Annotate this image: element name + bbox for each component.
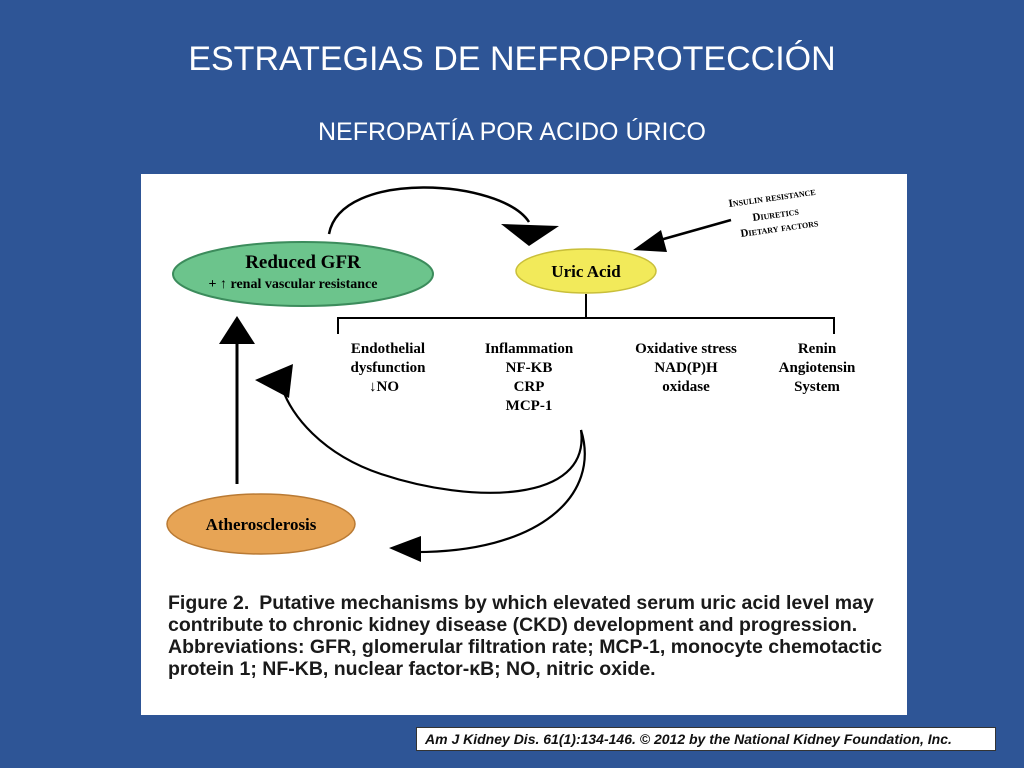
- mechanism-inflammation-title: Inflammation: [485, 341, 574, 357]
- node-atherosclerosis: [166, 493, 356, 555]
- mechanism-renin-title: Renin: [798, 341, 837, 357]
- diagram: Insulin resistance Diuretics Dietary fac…: [166, 186, 856, 562]
- arrowhead-to-atherosclerosis-icon: [389, 536, 421, 562]
- mechanism-inflammation-line1: NF-KB: [506, 360, 553, 376]
- mechanism-inflammation-line2: CRP: [514, 379, 545, 395]
- mechanism-endothelial-line2: ↓NO: [369, 379, 399, 395]
- mechanism-oxidative-title: Oxidative stress: [635, 341, 737, 357]
- mechanisms-bracket: [337, 294, 835, 334]
- slide-title: ESTRATEGIAS DE NEFROPROTECCIÓN: [188, 40, 836, 78]
- mechanism-renin-line1: Angiotensin: [779, 360, 856, 376]
- arrowhead-gfr-to-uric-acid-icon: [501, 224, 559, 246]
- node-reduced-gfr-title: Reduced GFR: [245, 252, 361, 273]
- mechanism-endothelial-line1: dysfunction: [350, 360, 426, 376]
- mechanism-oxidative-line1: NAD(P)H: [654, 360, 718, 376]
- figure-caption: Figure 2.Putative mechanisms by which el…: [168, 592, 888, 680]
- node-reduced-gfr: [172, 241, 434, 307]
- caption-text: Putative mechanisms by which elevated se…: [168, 592, 883, 680]
- node-uric-acid-title: Uric Acid: [551, 262, 621, 281]
- mechanism-oxidative-line2: oxidase: [662, 379, 710, 395]
- arrowhead-factors-icon: [633, 230, 667, 252]
- arrowhead-up-icon: [219, 316, 255, 344]
- factor-dietary: Dietary factors: [740, 217, 820, 240]
- mechanism-inflammation-line3: MCP-1: [506, 398, 553, 414]
- arrow-gfr-to-uric-acid: [327, 186, 531, 235]
- citation: Am J Kidney Dis. 61(1):134-146. © 2012 b…: [416, 727, 996, 751]
- node-reduced-gfr-subtitle: + ↑ renal vascular resistance: [209, 277, 378, 292]
- mechanism-endothelial-title: Endothelial: [351, 341, 425, 357]
- loop-arrow-inner: [408, 429, 586, 554]
- loop-arrow-outer: [281, 389, 583, 494]
- arrowhead-to-gfr-icon: [255, 364, 293, 398]
- mechanism-renin-line2: System: [794, 379, 840, 395]
- figure-panel: Insulin resistance Diuretics Dietary fac…: [141, 174, 907, 715]
- arrow-factors-to-uric-acid: [652, 218, 732, 244]
- node-uric-acid: [515, 248, 657, 294]
- factor-insulin-resistance: Insulin resistance: [728, 186, 817, 210]
- node-atherosclerosis-title: Atherosclerosis: [206, 515, 317, 534]
- caption-label: Figure 2.: [168, 592, 250, 614]
- slide-subtitle: NEFROPATÍA POR ACIDO ÚRICO: [317, 118, 706, 146]
